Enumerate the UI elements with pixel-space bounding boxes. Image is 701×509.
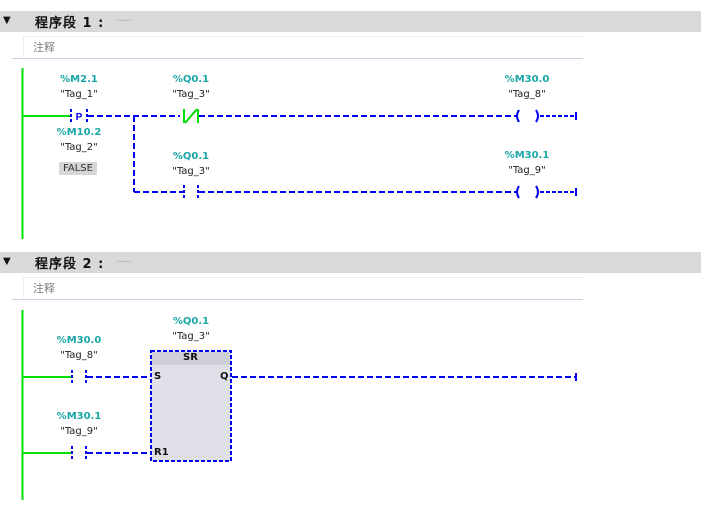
p-contact-address: %M2.1 [60, 74, 98, 85]
coil-2[interactable] [516, 185, 539, 199]
coil-2-tag: "Tag_9" [508, 165, 546, 176]
edge-memory-value: FALSE [59, 162, 97, 175]
network-1-title-input[interactable]: ..... [117, 14, 132, 24]
edge-memory-tag: "Tag_2" [60, 142, 98, 153]
network-2-comment[interactable]: 注释 [23, 277, 584, 298]
contact-reset[interactable] [71, 446, 87, 460]
network-2-title: 程序段 2 : [35, 253, 104, 272]
network-1-header[interactable]: ▼ 程序段 1 : ..... [0, 11, 701, 32]
contact-set-address: %M30.0 [56, 335, 102, 346]
no-contact[interactable] [183, 185, 199, 199]
network-colon: : [98, 257, 105, 272]
coil-1[interactable] [516, 109, 539, 123]
network-number: 2 [82, 257, 93, 272]
network-title-prefix: 程序段 [35, 257, 78, 272]
sr-block-type: SR [183, 352, 198, 363]
sr-pin-r1: R1 [154, 447, 169, 458]
sr-pin-q: Q [220, 371, 229, 382]
sr-address: %Q0.1 [172, 316, 210, 327]
p-contact-tag: "Tag_1" [60, 89, 98, 100]
network-2-header[interactable]: ▼ 程序段 2 : ..... [0, 252, 701, 273]
network-number: 1 [82, 16, 93, 31]
collapse-icon[interactable]: ▼ [3, 256, 11, 267]
comment-text: 注释 [33, 282, 55, 295]
network-1-title: 程序段 1 : [35, 12, 104, 31]
coil-2-address: %M30.1 [504, 150, 550, 161]
nc-contact-address: %Q0.1 [172, 74, 210, 85]
coil-1-tag: "Tag_8" [508, 89, 546, 100]
comment-text: 注释 [33, 41, 55, 54]
collapse-icon[interactable]: ▼ [3, 15, 11, 26]
contact-reset-tag: "Tag_9" [60, 426, 98, 437]
contact-set[interactable] [71, 370, 87, 384]
sr-tag: "Tag_3" [172, 331, 210, 342]
divider [12, 299, 583, 300]
network-1-comment[interactable]: 注释 [23, 36, 584, 57]
contact-set-tag: "Tag_8" [60, 350, 98, 361]
edge-memory-address: %M10.2 [56, 127, 102, 138]
no-contact-tag: "Tag_3" [172, 166, 210, 177]
coil-1-address: %M30.0 [504, 74, 550, 85]
network-colon: : [98, 16, 105, 31]
network-2-title-input[interactable]: ..... [117, 255, 132, 265]
nc-contact[interactable] [183, 108, 199, 124]
sr-pin-s: S [154, 371, 162, 382]
contact-reset-address: %M30.1 [56, 411, 102, 422]
nc-contact-tag: "Tag_3" [172, 89, 210, 100]
p-symbol: P [76, 112, 83, 123]
no-contact-address: %Q0.1 [172, 151, 210, 162]
p-contact[interactable]: P [70, 109, 88, 123]
network-title-prefix: 程序段 [35, 16, 78, 31]
sr-block[interactable] [150, 350, 232, 462]
divider [12, 58, 583, 59]
